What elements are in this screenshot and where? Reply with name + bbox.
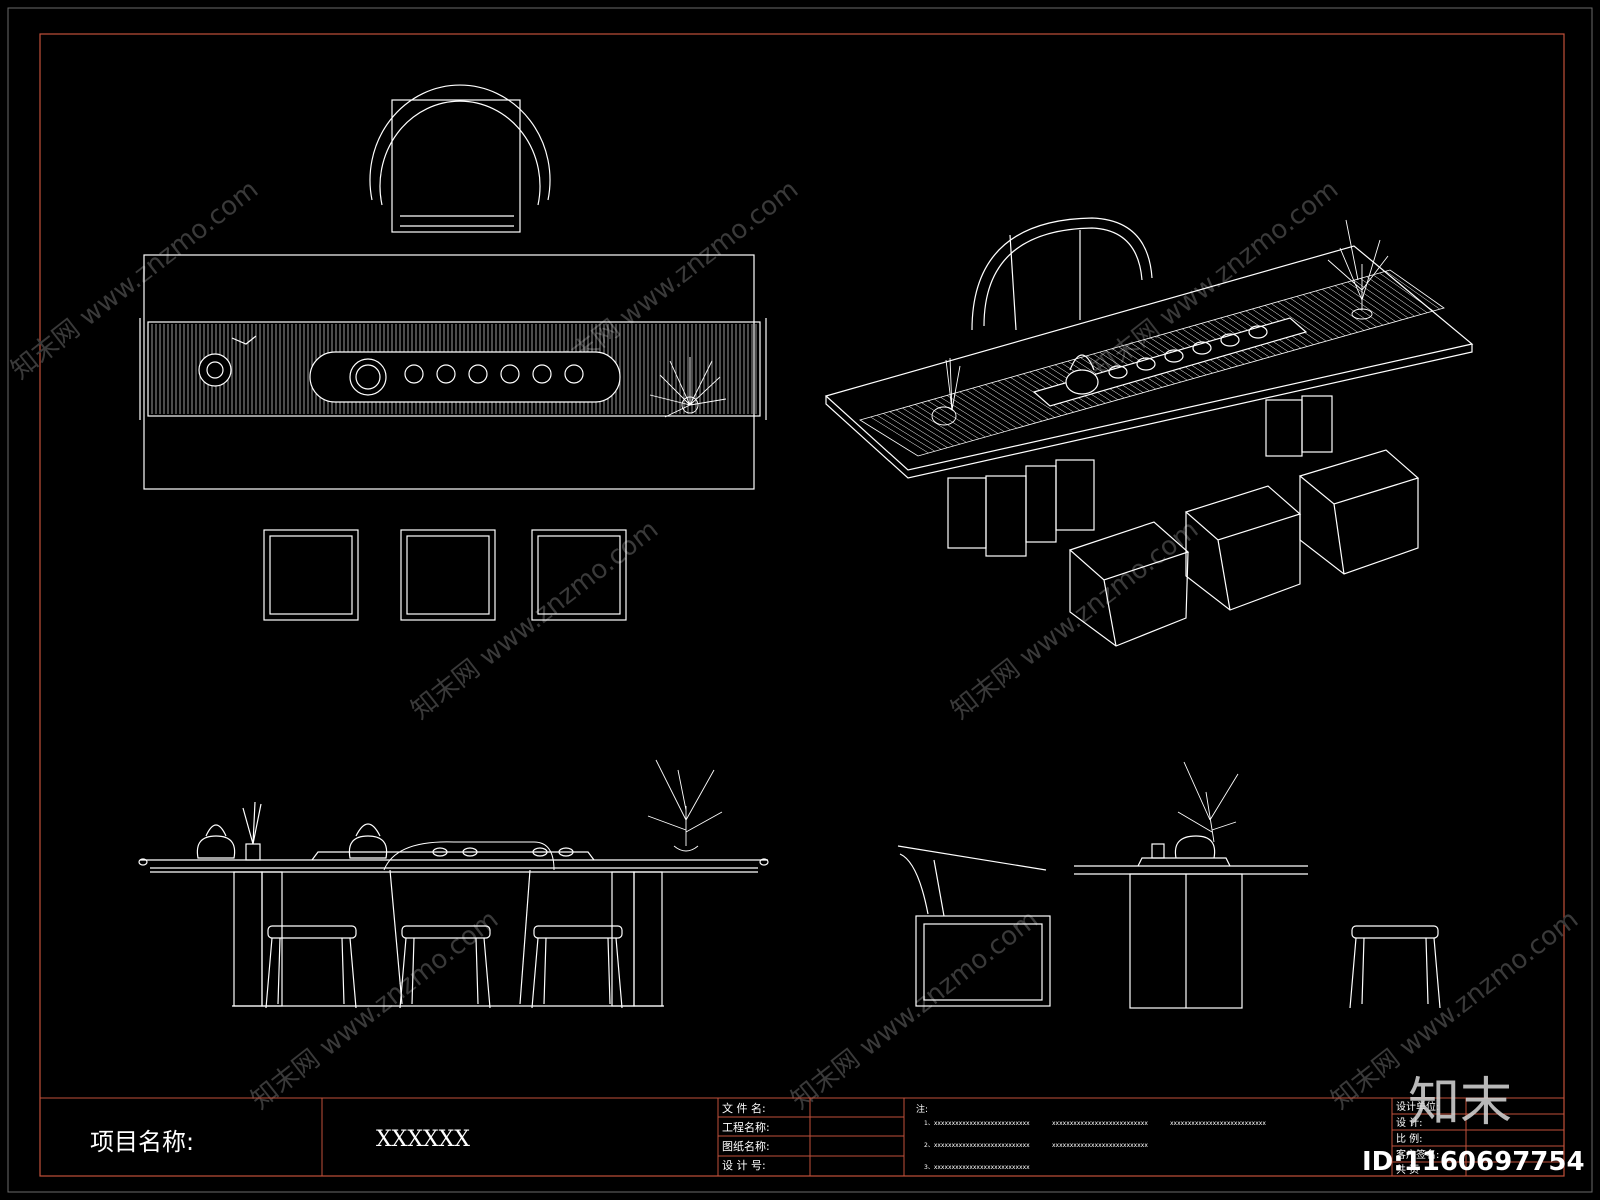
plan-view bbox=[139, 84, 767, 621]
plant-side bbox=[1177, 761, 1239, 843]
brand-watermark: 知末 ID:1160697754 bbox=[1362, 1073, 1585, 1177]
title-block bbox=[40, 1097, 1564, 1176]
stool-side bbox=[1349, 925, 1441, 1009]
project-value: XXXXXX bbox=[376, 1127, 470, 1152]
outer-frame bbox=[7, 7, 1593, 1193]
stools-plan bbox=[263, 529, 627, 621]
project-label: 项目名称: bbox=[90, 1128, 194, 1156]
front-elevation bbox=[138, 759, 769, 1009]
note-line: 2、xxxxxxxxxxxxxxxxxxxxxxxxxxx bbox=[924, 1142, 1030, 1149]
runner-perspective bbox=[859, 269, 1445, 457]
watermark-layer: 知末网 www.znzmo.com 知末网 www.znzmo.com 知末网 … bbox=[6, 175, 1584, 1116]
field-total-pages: 共 页 bbox=[1396, 1164, 1419, 1176]
field-drawing-name: 图纸名称: bbox=[722, 1139, 770, 1153]
field-client-sign: 客户签名: bbox=[1396, 1148, 1439, 1161]
plant-perspective bbox=[931, 219, 1389, 426]
field-design-no: 设 计 号: bbox=[722, 1159, 766, 1172]
teapot-plan bbox=[198, 353, 232, 387]
plant-plan bbox=[649, 357, 727, 418]
brand-logo: 知末 bbox=[1408, 1073, 1512, 1133]
plant-elevation bbox=[647, 759, 723, 852]
image-id: ID:1160697754 bbox=[1362, 1147, 1585, 1177]
side-elevation bbox=[897, 761, 1441, 1009]
note-line: 1、xxxxxxxxxxxxxxxxxxxxxxxxxxx bbox=[924, 1120, 1030, 1127]
tea-cups-plan bbox=[404, 364, 584, 384]
note-line: 3、xxxxxxxxxxxxxxxxxxxxxxxxxxx bbox=[924, 1164, 1030, 1171]
notes-label: 注: bbox=[916, 1103, 928, 1115]
stools-elevation bbox=[265, 925, 623, 1009]
watermark-text: 知末网 www.znzmo.com bbox=[246, 905, 504, 1116]
chair-side bbox=[897, 845, 1051, 1007]
teapot-elevation bbox=[196, 823, 388, 859]
stools-perspective bbox=[1068, 449, 1420, 647]
chair-perspective bbox=[971, 217, 1153, 331]
field-design-unit: 设计单位: bbox=[1396, 1100, 1439, 1113]
note-line: xxxxxxxxxxxxxxxxxxxxxxxxxxx bbox=[1052, 1120, 1148, 1127]
field-scale: 比 例: bbox=[1396, 1132, 1423, 1145]
table-legs-perspective bbox=[947, 395, 1333, 557]
watermark-text: 知末网 www.znzmo.com bbox=[946, 515, 1204, 726]
field-project-name: 工程名称: bbox=[722, 1120, 770, 1134]
note-line: xxxxxxxxxxxxxxxxxxxxxxxxxxx bbox=[1170, 1120, 1266, 1127]
cups-perspective bbox=[1108, 325, 1268, 379]
watermark-text: 知末网 www.znzmo.com bbox=[6, 175, 264, 386]
watermark-text: 知末网 www.znzmo.com bbox=[786, 905, 1044, 1116]
field-designer: 设 计: bbox=[1396, 1116, 1423, 1129]
drawing-border bbox=[39, 33, 1565, 1177]
perspective-view bbox=[824, 217, 1474, 647]
note-line: xxxxxxxxxxxxxxxxxxxxxxxxxxx bbox=[1052, 1142, 1148, 1149]
field-file-name: 文 件 名: bbox=[722, 1101, 766, 1115]
table-plan bbox=[143, 254, 755, 490]
tea-runner bbox=[147, 321, 761, 417]
armchair-plan bbox=[369, 84, 551, 233]
